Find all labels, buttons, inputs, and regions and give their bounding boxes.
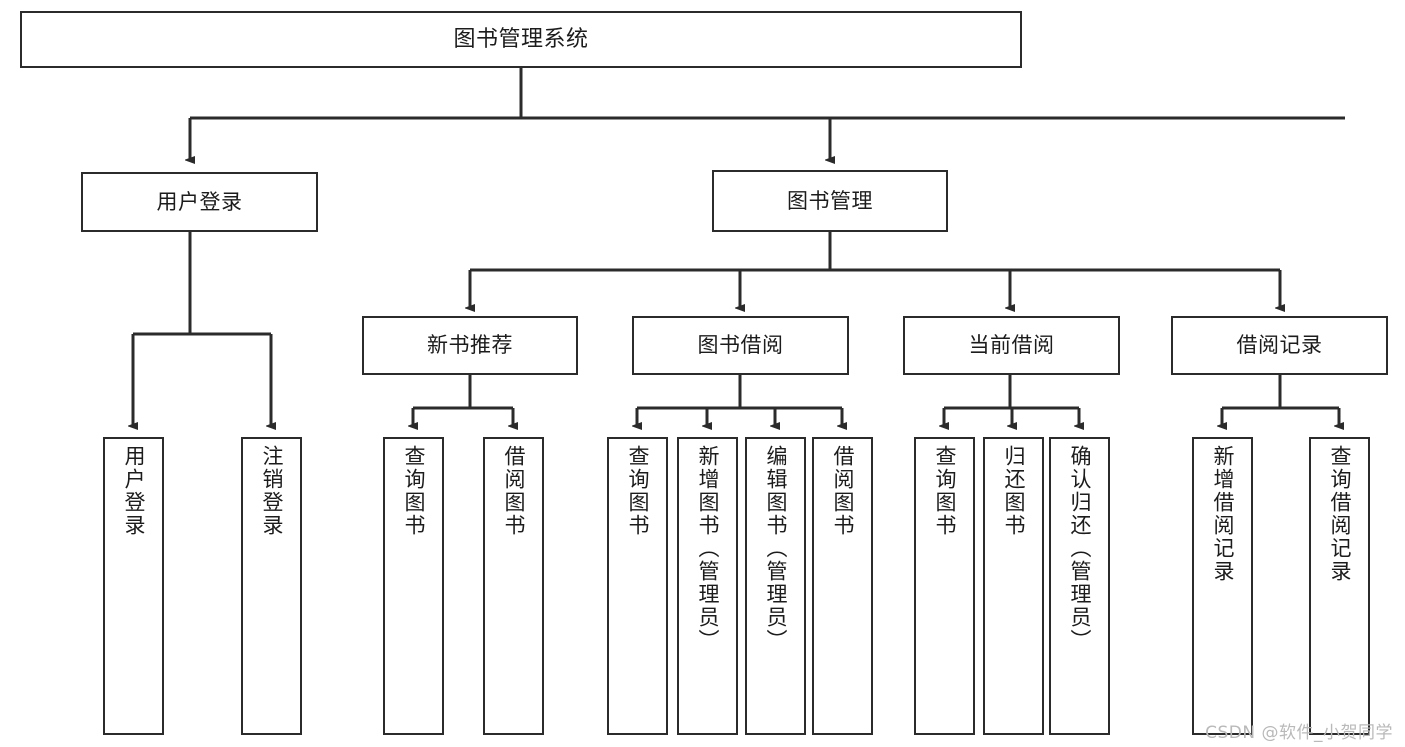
leaf-current-return-book[interactable]: 归还图书 [983,437,1044,735]
leaf-current-query-book-label: 查询图书 [933,445,957,537]
leaf-record-add-record[interactable]: 新增借阅记录 [1192,437,1253,735]
leaf-borrow-edit-book-label: 编辑图书（管理员） [764,445,788,652]
node-book-management[interactable]: 图书管理 [712,170,948,232]
leaf-recommend-borrow-book-label: 借阅图书 [502,445,526,537]
leaf-borrow-borrow-book[interactable]: 借阅图书 [812,437,873,735]
node-root[interactable]: 图书管理系统 [20,11,1022,68]
leaf-user-login-login-label: 用户登录 [122,445,146,537]
node-borrow-record-label: 借阅记录 [1236,333,1323,358]
leaf-record-add-record-label: 新增借阅记录 [1211,445,1235,583]
leaf-record-query-record-label: 查询借阅记录 [1328,445,1352,583]
node-current-borrow[interactable]: 当前借阅 [903,316,1120,375]
leaf-current-return-book-label: 归还图书 [1002,445,1026,537]
node-book-borrow[interactable]: 图书借阅 [632,316,849,375]
leaf-current-confirm-return[interactable]: 确认归还（管理员） [1049,437,1110,735]
leaf-borrow-edit-book[interactable]: 编辑图书（管理员） [745,437,806,735]
leaf-user-login-login[interactable]: 用户登录 [103,437,164,735]
node-root-label: 图书管理系统 [453,26,589,52]
leaf-current-confirm-return-label: 确认归还（管理员） [1068,445,1092,652]
leaf-record-query-record[interactable]: 查询借阅记录 [1309,437,1370,735]
leaf-recommend-borrow-book[interactable]: 借阅图书 [483,437,544,735]
leaf-borrow-query-book[interactable]: 查询图书 [607,437,668,735]
leaf-current-query-book[interactable]: 查询图书 [914,437,975,735]
leaf-user-login-logout[interactable]: 注销登录 [241,437,302,735]
node-new-book-recommend[interactable]: 新书推荐 [362,316,578,375]
leaf-borrow-borrow-book-label: 借阅图书 [831,445,855,537]
leaf-borrow-add-book-label: 新增图书（管理员） [696,445,720,652]
leaf-recommend-query-book[interactable]: 查询图书 [383,437,444,735]
leaf-borrow-add-book[interactable]: 新增图书（管理员） [677,437,738,735]
node-user-login-label: 用户登录 [156,189,243,214]
node-current-borrow-label: 当前借阅 [968,333,1055,358]
leaf-user-login-logout-label: 注销登录 [260,445,284,537]
leaf-borrow-query-book-label: 查询图书 [626,445,650,537]
node-new-book-recommend-label: 新书推荐 [427,333,513,358]
node-borrow-record[interactable]: 借阅记录 [1171,316,1388,375]
csdn-watermark: CSDN @软件_小贺同学 [1205,723,1393,743]
leaf-recommend-query-book-label: 查询图书 [402,445,426,537]
node-user-login[interactable]: 用户登录 [81,172,318,232]
node-book-borrow-label: 图书借阅 [697,333,784,358]
node-book-management-label: 图书管理 [787,188,873,213]
